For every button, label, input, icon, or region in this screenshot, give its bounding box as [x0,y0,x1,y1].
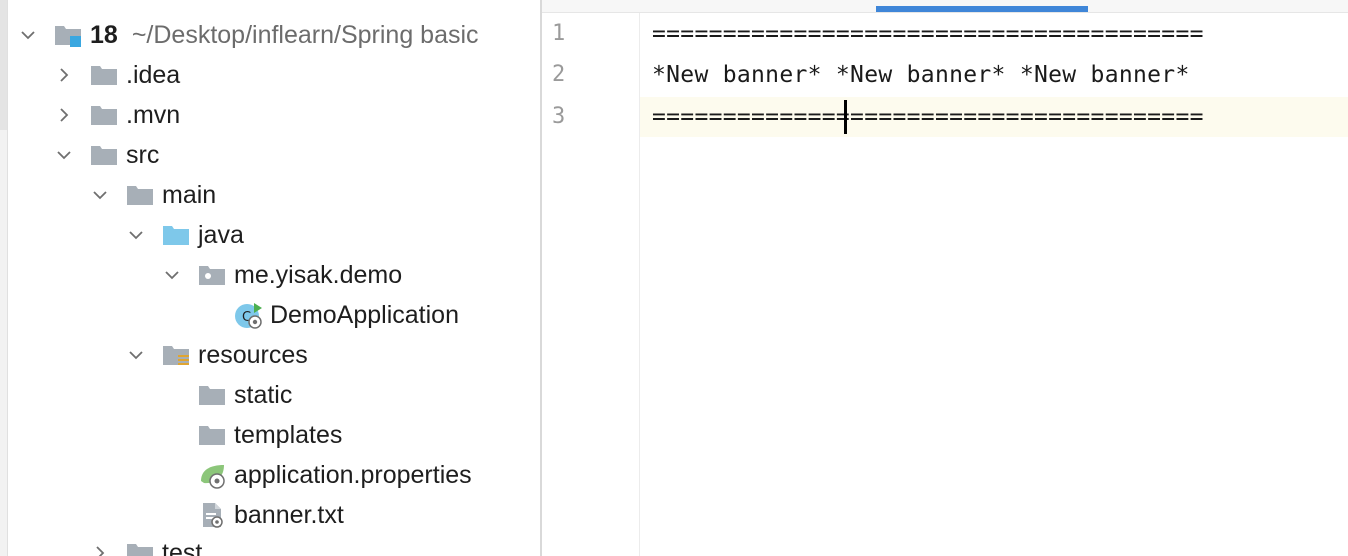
project-path: ~/Desktop/inflearn/Spring basic [131,20,479,49]
tree-item-label: java [198,220,244,249]
tree-item-label: application.properties [234,460,472,489]
tree-item-mvn[interactable]: .mvn [54,95,180,135]
active-tab-indicator[interactable] [876,6,1088,12]
tree-item-package[interactable]: me.yisak.demo [162,255,402,295]
chevron-down-icon[interactable] [54,135,74,175]
tool-window-grip[interactable] [0,0,7,130]
tree-item-label: static [234,380,293,409]
code-editor[interactable]: 1 2 3 ==================================… [542,0,1348,556]
tree-item-label: src [126,140,160,169]
tree-item-label: 18 [90,20,118,49]
current-line-highlight [542,97,1348,137]
chevron-down-icon[interactable] [126,215,146,255]
chevron-right-icon[interactable] [54,55,74,95]
tree-item-templates[interactable]: templates [198,415,342,455]
spring-boot-class-icon: C [234,301,262,329]
tree-item-label: banner.txt [234,500,344,529]
tree-item-src[interactable]: src [54,135,159,175]
chevron-right-icon[interactable] [54,95,74,135]
spring-properties-icon [198,461,226,489]
code-line[interactable]: ======================================= [652,104,1204,130]
tree-item-resources[interactable]: resources [126,335,308,375]
tree-item-banner-txt[interactable]: banner.txt [198,495,344,535]
code-line[interactable]: *New banner* *New banner* *New banner* [652,62,1190,88]
folder-icon [198,381,226,409]
line-number: 1 [552,21,566,46]
tree-item-label: main [162,180,217,209]
folder-icon [90,101,118,129]
chevron-down-icon[interactable] [162,255,182,295]
code-line[interactable]: ======================================= [652,21,1204,47]
tree-item-demo-application[interactable]: C DemoApplication [234,295,459,335]
text-file-icon [198,501,226,529]
line-number: 2 [552,62,566,87]
tree-item-label: test [162,538,203,556]
chevron-down-icon[interactable] [18,15,38,55]
project-tree-panel: 18 ~/Desktop/inflearn/Spring basic .idea… [0,0,540,556]
editor-tab-strip [542,0,1348,13]
tree-item-label: templates [234,420,343,449]
folder-icon [126,181,154,209]
tree-item-label: DemoApplication [270,300,459,329]
svg-text:C: C [242,310,251,325]
tree-item-static[interactable]: static [198,375,292,415]
tree-item-test[interactable]: test [90,533,202,556]
tree-item-idea[interactable]: .idea [54,55,180,95]
tool-window-strip [0,0,8,556]
text-caret [844,100,847,134]
tree-item-label: me.yisak.demo [234,260,403,289]
package-icon [198,261,226,289]
line-number-gutter [542,13,640,556]
chevron-down-icon[interactable] [90,175,110,215]
tree-item-label: resources [198,340,308,369]
module-folder-icon [54,21,82,49]
tree-item-java[interactable]: java [126,215,244,255]
tree-item-main[interactable]: main [90,175,216,215]
folder-icon [90,141,118,169]
resources-folder-icon [162,341,190,369]
folder-icon [198,421,226,449]
panel-splitter[interactable] [540,0,542,556]
source-folder-icon [162,221,190,249]
tree-item-root[interactable]: 18 ~/Desktop/inflearn/Spring basic [18,15,479,55]
tree-item-label: .mvn [126,100,181,129]
chevron-down-icon[interactable] [126,335,146,375]
tree-item-label: .idea [126,60,181,89]
tree-item-application-properties[interactable]: application.properties [198,455,472,495]
folder-icon [126,539,154,556]
line-number: 3 [552,104,566,129]
folder-icon [90,61,118,89]
chevron-right-icon[interactable] [90,533,110,556]
